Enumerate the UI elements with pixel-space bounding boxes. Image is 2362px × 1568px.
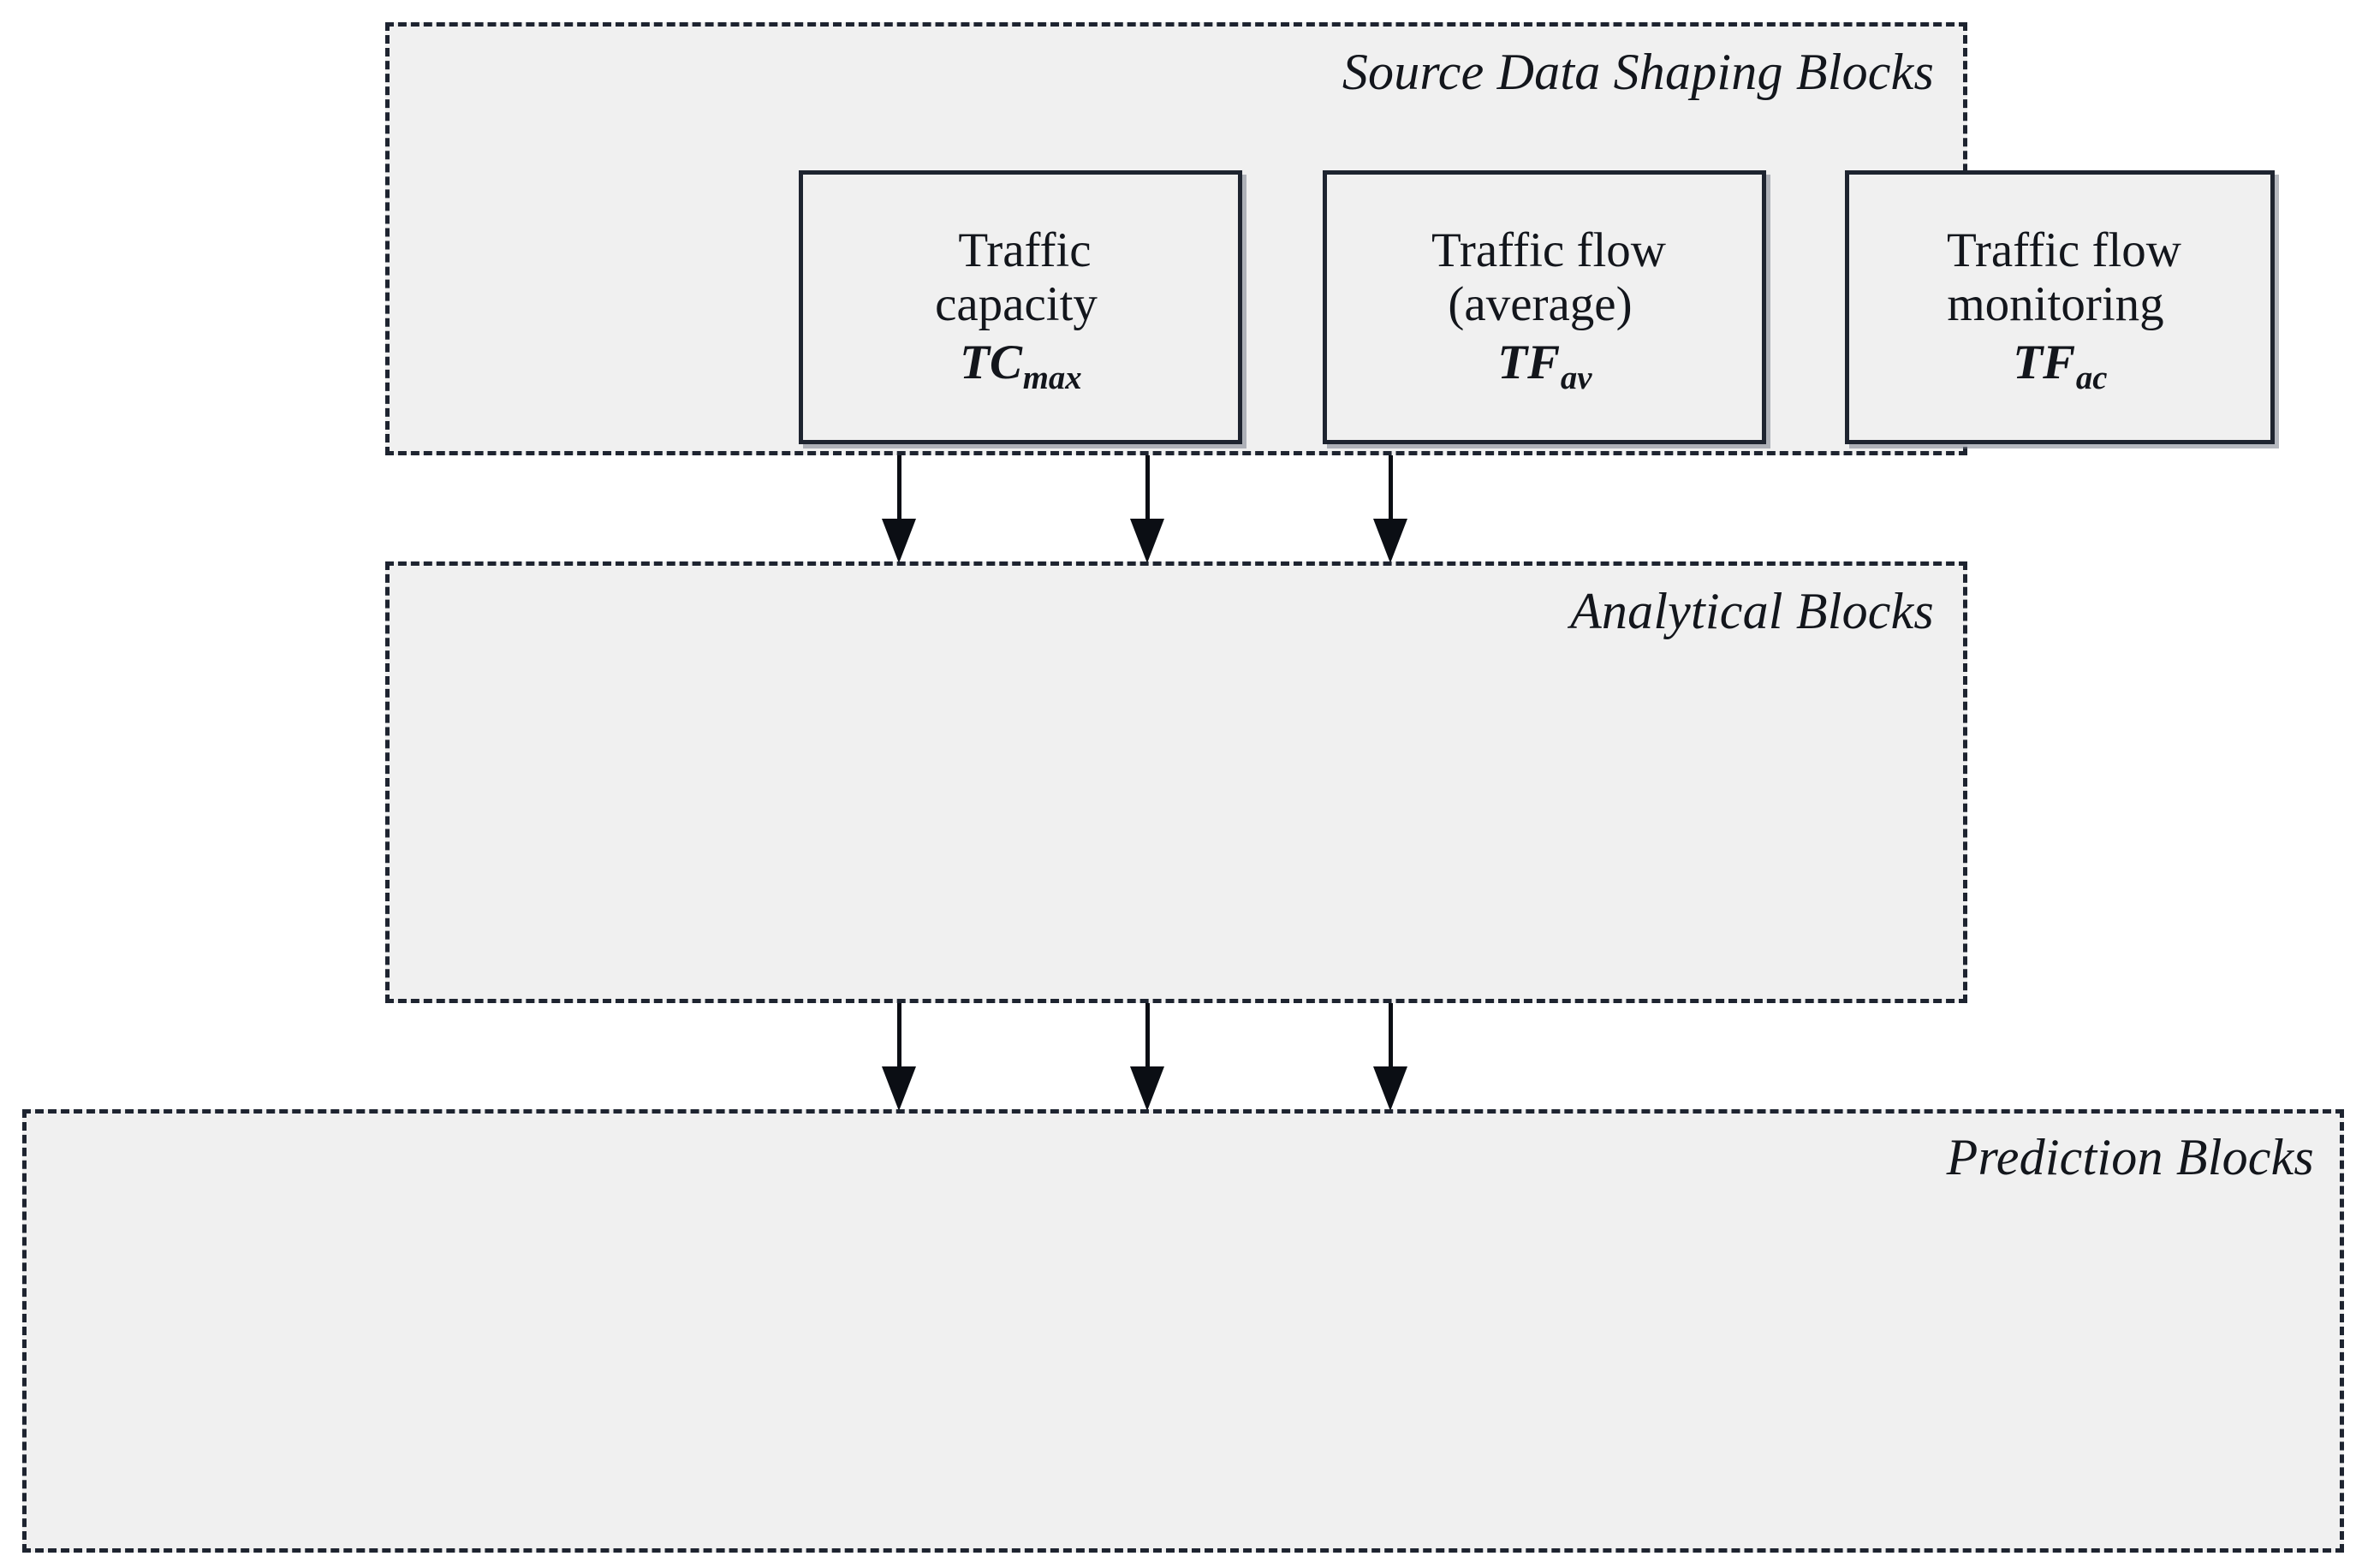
arrow-head-icon: [882, 519, 916, 563]
arrow-shaft: [1389, 1003, 1393, 1068]
block-label-traffic-flow-monitoring: Traffic flow monitoring: [1947, 223, 2181, 332]
section-prediction-blocks: Prediction Blocks Predicting queue growt…: [22, 1109, 2344, 1553]
block-label-traffic-capacity: Traffic capacity: [935, 223, 1098, 332]
symbol-subscript-tc: max: [1022, 359, 1082, 396]
arrow-down-source-to-analytic-2: [1130, 455, 1164, 563]
section-analytical-blocks: Analytical Blocks Congestion profile CP …: [385, 561, 2278, 1533]
block-traffic-capacity: Traffic capacity TCmax: [799, 170, 1242, 444]
symbol-base-tfac: TF: [2013, 336, 2076, 390]
arrow-down-analytic-to-predict-1: [882, 1003, 916, 1111]
block-body-traffic-capacity: Traffic capacity TCmax: [935, 223, 1106, 396]
arrow-shaft: [897, 1003, 901, 1068]
arrow-down-analytic-to-predict-2: [1130, 1003, 1164, 1111]
symbol-base-tfav: TF: [1497, 336, 1561, 390]
block-label-traffic-flow-average: Traffic flow (average): [1431, 223, 1666, 332]
arrow-shaft: [1389, 455, 1393, 520]
block-traffic-flow-average: Traffic flow (average) TFav: [1323, 170, 1766, 444]
arrow-head-icon: [882, 1066, 916, 1111]
arrow-down-analytic-to-predict-3: [1373, 1003, 1407, 1111]
block-symbol-traffic-flow-average: TFav: [1423, 334, 1666, 396]
block-symbol-traffic-flow-monitoring: TFac: [1938, 334, 2181, 396]
arrow-head-icon: [1130, 519, 1164, 563]
section-source-data-shaping: Source Data Shaping Blocks Traffic capac…: [385, 22, 2275, 455]
symbol-subscript-tfac: ac: [2075, 359, 2108, 396]
section-title-source-data-shaping: Source Data Shaping Blocks: [1342, 44, 1934, 100]
arrow-down-source-to-analytic-3: [1373, 455, 1407, 563]
arrow-shaft: [897, 455, 901, 520]
arrow-shaft: [1145, 1003, 1150, 1068]
block-body-traffic-flow-average: Traffic flow (average) TFav: [1423, 223, 1666, 396]
section-title-prediction-blocks: Prediction Blocks: [1946, 1129, 2314, 1185]
arrow-head-icon: [1373, 1066, 1407, 1111]
symbol-subscript-tfav: av: [1560, 359, 1592, 396]
block-body-traffic-flow-monitoring: Traffic flow monitoring TFac: [1938, 223, 2181, 396]
section-title-analytical-blocks: Analytical Blocks: [1570, 583, 1934, 639]
arrow-down-source-to-analytic-1: [882, 455, 916, 563]
arrow-head-icon: [1130, 1066, 1164, 1111]
arrow-shaft: [1145, 455, 1150, 520]
arrow-head-icon: [1373, 519, 1407, 563]
block-traffic-flow-monitoring: Traffic flow monitoring TFac: [1845, 170, 2275, 444]
block-symbol-traffic-capacity: TCmax: [935, 334, 1106, 396]
symbol-base-tc: TC: [960, 336, 1022, 390]
